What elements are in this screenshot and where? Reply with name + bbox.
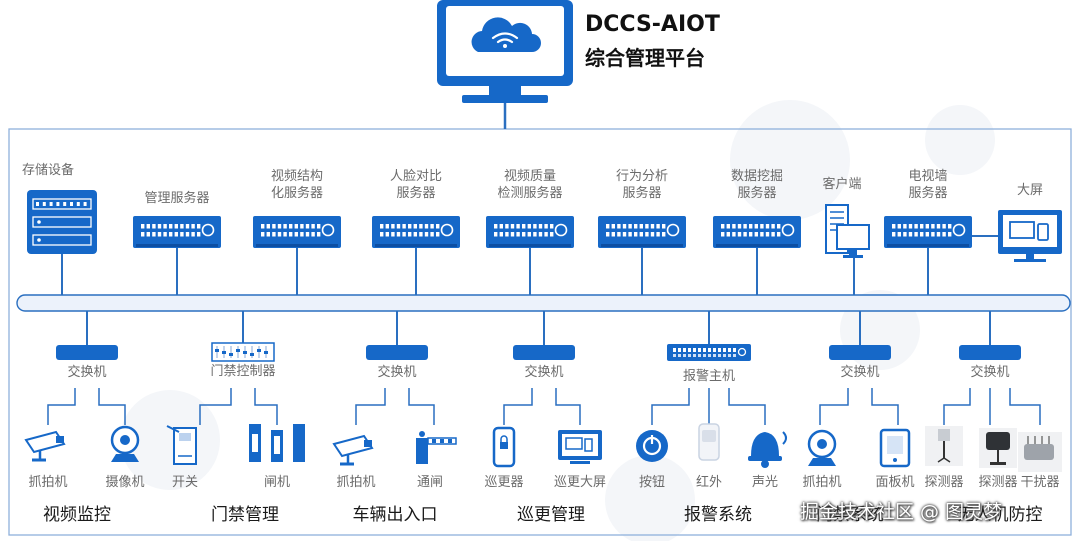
connector-line bbox=[555, 388, 581, 425]
switch-icon bbox=[829, 345, 891, 360]
storage-device-icon bbox=[27, 190, 97, 254]
alarm-host-icon bbox=[667, 344, 751, 361]
device-label-12: 面板机 bbox=[875, 475, 915, 490]
connector-line bbox=[47, 388, 76, 425]
device-label-14: 探测器 bbox=[978, 475, 1018, 490]
device-label-8: 按钮 bbox=[638, 475, 665, 490]
switch-icon bbox=[366, 345, 428, 360]
server-label-6: 数据挖掘服务器 bbox=[730, 169, 783, 201]
device-label-7: 巡更大屏 bbox=[553, 475, 606, 490]
bullet-camera-icon bbox=[332, 434, 374, 466]
server-icon bbox=[486, 216, 574, 248]
hub-label-2: 交换机 bbox=[377, 365, 417, 380]
server-label-0: 存储设备 bbox=[22, 163, 75, 178]
detector-photo-icon bbox=[979, 428, 1017, 468]
connector-line bbox=[408, 388, 435, 425]
device-label-1: 摄像机 bbox=[105, 475, 145, 490]
server-icon bbox=[598, 216, 686, 248]
device-label-11: 抓拍机 bbox=[802, 475, 842, 490]
connector-line bbox=[503, 388, 533, 425]
platform-subtitle: 综合管理平台 bbox=[585, 46, 705, 70]
connector-line bbox=[254, 388, 278, 425]
decor-circle bbox=[605, 455, 695, 541]
big-screen-icon bbox=[998, 210, 1062, 262]
device-label-15: 干扰器 bbox=[1020, 475, 1060, 490]
hub-label-3: 交换机 bbox=[524, 365, 564, 380]
server-label-7: 客户端 bbox=[822, 177, 862, 192]
server-label-9: 大屏 bbox=[1016, 183, 1043, 198]
hub-label-0: 交换机 bbox=[67, 365, 107, 380]
device-label-0: 抓拍机 bbox=[28, 475, 68, 490]
bullet-camera-icon bbox=[24, 430, 66, 462]
device-label-3: 闸机 bbox=[263, 475, 290, 490]
device-label-2: 开关 bbox=[171, 475, 198, 490]
network-bus bbox=[16, 294, 1071, 312]
section-label-3: 巡更管理 bbox=[517, 505, 585, 525]
device-label-6: 巡更器 bbox=[484, 475, 524, 490]
hub-label-6: 交换机 bbox=[970, 365, 1010, 380]
connector-line bbox=[728, 388, 766, 425]
server-label-4: 视频质量检测服务器 bbox=[497, 169, 563, 201]
cloud-wifi-monitor-icon bbox=[437, 0, 573, 103]
server-icon bbox=[133, 216, 221, 248]
decor-circle bbox=[730, 100, 850, 220]
outer-frame bbox=[8, 128, 1072, 536]
device-label-4: 抓拍机 bbox=[336, 475, 376, 490]
watermark: 掘金技术社区 @ 图灵梦 bbox=[800, 501, 1003, 523]
server-icon bbox=[884, 216, 972, 248]
client-pc-icon bbox=[825, 204, 870, 258]
siren-bell-icon bbox=[748, 431, 787, 468]
access-controller-icon bbox=[211, 342, 275, 362]
server-icon bbox=[372, 216, 460, 248]
infrared-sensor-icon bbox=[698, 423, 720, 461]
patrol-device-icon bbox=[492, 426, 516, 468]
section-label-2: 车辆出入口 bbox=[352, 505, 438, 525]
webcam-icon bbox=[110, 425, 140, 462]
device-label-9: 红外 bbox=[695, 475, 722, 490]
connector-line bbox=[355, 388, 386, 425]
server-label-3: 人脸对比服务器 bbox=[389, 169, 442, 201]
server-label-2: 视频结构化服务器 bbox=[270, 169, 323, 201]
section-label-1: 门禁管理 bbox=[211, 505, 279, 525]
connector-line bbox=[651, 388, 690, 425]
panel-tablet-icon bbox=[879, 428, 911, 468]
server-icon bbox=[713, 216, 801, 248]
switch-icon bbox=[56, 345, 118, 360]
jammer-photo-icon bbox=[1018, 432, 1062, 472]
section-label-4: 报警系统 bbox=[684, 505, 752, 525]
connector-line bbox=[943, 388, 971, 425]
device-label-5: 通闸 bbox=[416, 475, 443, 490]
section-label-5: 门禁系统 bbox=[816, 505, 884, 525]
platform-title: DCCS-AIOT bbox=[585, 12, 720, 37]
hub-label-4: 报警主机 bbox=[682, 369, 735, 384]
connector-line bbox=[871, 388, 899, 425]
device-label-13: 探测器 bbox=[924, 475, 964, 490]
connector-line bbox=[98, 388, 126, 425]
alarm-button-icon bbox=[636, 430, 668, 462]
server-label-8: 电视墙服务器 bbox=[908, 169, 948, 201]
connector-line bbox=[1009, 388, 1041, 425]
server-icon bbox=[253, 216, 341, 248]
detector-photo-icon bbox=[925, 426, 963, 466]
decor-circle bbox=[925, 105, 995, 175]
turnstile-gate-icon bbox=[249, 424, 305, 462]
section-label-6: 无人机防控 bbox=[957, 505, 1043, 525]
server-label-5: 行为分析服务器 bbox=[615, 169, 668, 201]
switch-panel-icon bbox=[166, 425, 197, 465]
server-label-1: 管理服务器 bbox=[144, 191, 210, 206]
hub-label-1: 门禁控制器 bbox=[210, 364, 276, 379]
connector-line bbox=[819, 388, 849, 425]
webcam-icon bbox=[807, 429, 837, 466]
hub-label-5: 交换机 bbox=[840, 365, 880, 380]
switch-icon bbox=[513, 345, 575, 360]
connector-line bbox=[199, 388, 232, 425]
patrol-screen-icon bbox=[558, 430, 602, 464]
device-label-10: 声光 bbox=[751, 475, 778, 490]
barrier-gate-icon bbox=[416, 431, 457, 464]
switch-icon bbox=[959, 345, 1021, 360]
section-label-0: 视频监控 bbox=[43, 505, 111, 525]
